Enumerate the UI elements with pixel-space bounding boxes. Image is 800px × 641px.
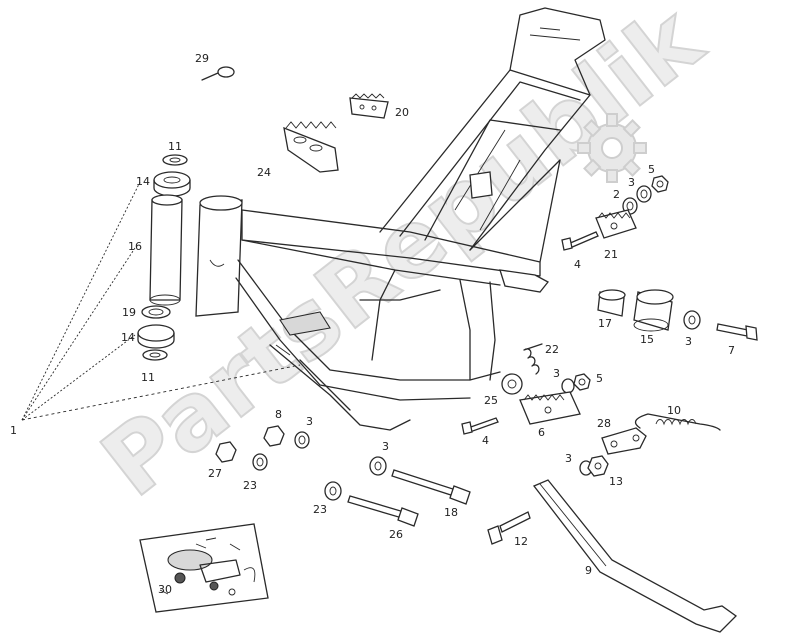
part-3-washer-mid2 (561, 378, 575, 394)
part-18-bolt (391, 469, 471, 505)
part-11-bottom-seal (142, 349, 168, 361)
part-17-bushing (597, 289, 626, 317)
part-12-bolt (487, 511, 531, 545)
callout-16: 16 (128, 240, 142, 253)
callout-9: 9 (585, 564, 592, 577)
part-16-spacer-tube (149, 194, 183, 306)
part-15-bushing (633, 289, 674, 332)
part-29-key (201, 66, 235, 81)
callout-5: 5 (596, 372, 603, 385)
part-14-bottom-bearing (137, 324, 175, 349)
part-3-washer-left (294, 431, 310, 449)
callout-3: 3 (306, 415, 313, 428)
part-10-spring (634, 413, 721, 431)
callout-24: 24 (257, 166, 271, 179)
callout-14: 14 (136, 175, 150, 188)
callout-labels: 1 2 3 3 3 3 3 3 4 4 5 5 6 7 8 9 10 11 11… (10, 52, 735, 596)
callout-3: 3 (382, 440, 389, 453)
callout-28: 28 (597, 417, 611, 430)
callout-15: 15 (640, 333, 654, 346)
main-frame (195, 7, 606, 431)
callout-3: 3 (553, 367, 560, 380)
callout-25: 25 (484, 394, 498, 407)
callout-4: 4 (574, 258, 581, 271)
part-7-bolt (716, 323, 758, 341)
callout-10: 10 (667, 404, 681, 417)
part-20-footrest (349, 93, 389, 119)
part-28-bracket (601, 427, 647, 455)
callout-17: 17 (598, 317, 612, 330)
part-9-side-stand (532, 479, 738, 633)
part-27-nut (215, 441, 237, 463)
callout-4: 4 (482, 434, 489, 447)
callout-11: 11 (168, 140, 182, 153)
callout-23: 23 (243, 479, 257, 492)
callout-27: 27 (208, 467, 222, 480)
callout-11: 11 (141, 371, 155, 384)
callout-29: 29 (195, 52, 209, 65)
part-8-nut (263, 425, 285, 447)
part-5-nut-mid (573, 373, 591, 391)
callout-22: 22 (545, 343, 559, 356)
part-13-nut (587, 455, 609, 477)
part-30-hardware-kit (139, 523, 269, 613)
gear-icon (577, 113, 647, 183)
part-6-footrest (519, 391, 581, 425)
callout-3: 3 (628, 176, 635, 189)
callout-18: 18 (444, 506, 458, 519)
part-4-bolt-top (561, 231, 599, 251)
part-25-bushing (501, 373, 523, 395)
callout-2: 2 (613, 188, 620, 201)
part-14-top-bearing (153, 171, 191, 197)
callout-8: 8 (275, 408, 282, 421)
part-3-washer-center (369, 456, 387, 476)
part-23-washer-left (252, 453, 268, 471)
part-24-footrest (283, 121, 339, 173)
callout-26: 26 (389, 528, 403, 541)
callout-7: 7 (728, 344, 735, 357)
part-26-bolt (347, 495, 419, 527)
callout-1: 1 (10, 424, 17, 437)
part-4-bolt-low (461, 417, 499, 435)
callout-21: 21 (604, 248, 618, 261)
callout-23: 23 (313, 503, 327, 516)
callout-14: 14 (121, 331, 135, 344)
part-11-top-seal (162, 154, 188, 166)
callout-12: 12 (514, 535, 528, 548)
part-19-race (141, 305, 171, 319)
part-5-nut-top (651, 175, 669, 193)
callout-20: 20 (395, 106, 409, 119)
steering-head-parts (21, 154, 301, 421)
part-3-washer-mid (683, 310, 701, 330)
callout-3: 3 (685, 335, 692, 348)
part-22-spring (523, 343, 543, 375)
callout-19: 19 (122, 306, 136, 319)
part-3-washer-top (636, 185, 652, 203)
part-21-footrest (595, 209, 637, 239)
callout-30: 30 (158, 583, 172, 596)
callout-6: 6 (538, 426, 545, 439)
callout-5: 5 (648, 163, 655, 176)
callout-3: 3 (565, 452, 572, 465)
part-23-washer-center (324, 481, 342, 501)
callout-13: 13 (609, 475, 623, 488)
